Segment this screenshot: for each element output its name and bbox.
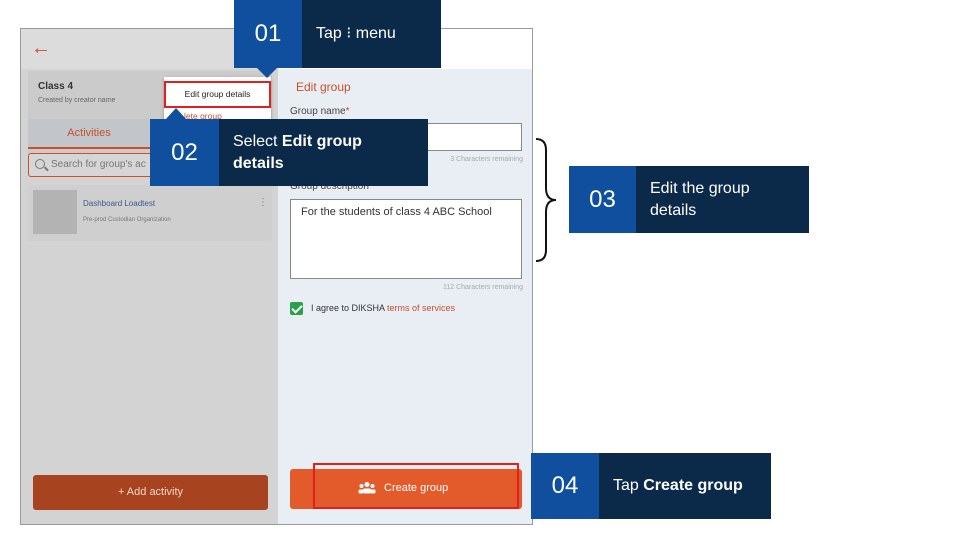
- callout-03: 03 Edit the group details: [569, 166, 809, 233]
- more-vert-icon[interactable]: ⋮: [258, 197, 268, 208]
- callout-04-number: 04: [531, 453, 599, 519]
- required-mark: *: [345, 106, 350, 117]
- terms-text: I agree to DIKSHA: [311, 303, 388, 313]
- group-name-label: Group name*: [290, 106, 350, 117]
- activity-title: Dashboard Loadtest: [83, 199, 156, 208]
- callout-04-text-inner: Tap Create group: [613, 475, 743, 497]
- group-name-remaining: 3 Characters remaining: [450, 156, 523, 163]
- back-arrow-icon[interactable]: ←: [31, 37, 51, 59]
- activity-org: Pre-prod Custodian Organization: [83, 217, 171, 223]
- group-description-label: Group description: [290, 181, 369, 192]
- callout-04: 04 Tap Create group: [531, 453, 771, 519]
- terms-link[interactable]: terms of services: [387, 303, 456, 313]
- class-subtitle: Created by creator name: [38, 97, 116, 104]
- callout-01: 01 Tap ⁝ menu: [234, 0, 441, 68]
- callout-02-number: 02: [150, 119, 219, 186]
- edit-group-title: Edit group: [296, 80, 351, 94]
- callout-01-number: 01: [234, 0, 302, 68]
- search-placeholder: Search for group's ac: [51, 159, 146, 170]
- activity-card[interactable]: Dashboard Loadtest Pre-prod Custodian Or…: [28, 185, 272, 241]
- callout-02-text-inner: Select Edit group details: [233, 131, 414, 175]
- callout-02-pointer: [166, 108, 186, 119]
- create-group-label: Create group: [384, 482, 449, 494]
- group-name-label-text: Group name: [290, 106, 346, 117]
- terms-checkbox[interactable]: [290, 302, 303, 315]
- callout-02-text: Select Edit group details: [219, 119, 428, 186]
- group-description-field[interactable]: For the students of class 4 ABC School: [290, 199, 522, 279]
- callout-03-text: Edit the group details: [636, 166, 809, 233]
- callout-04-text-prefix: Tap: [613, 477, 644, 494]
- activity-thumbnail: [33, 190, 77, 234]
- callout-04-text-bold: Create group: [643, 477, 743, 494]
- add-activity-button[interactable]: + Add activity: [33, 475, 268, 510]
- callout-03-number: 03: [569, 166, 636, 233]
- terms-label: I agree to DIKSHA terms of services: [311, 303, 455, 313]
- callout-04-text: Tap Create group: [599, 453, 771, 519]
- brace-bracket: [535, 138, 557, 262]
- class-title: Class 4: [38, 81, 74, 92]
- group-description-remaining: 112 Characters remaining: [442, 284, 523, 291]
- callout-01-pointer: [257, 68, 277, 78]
- group-icon: [358, 482, 376, 494]
- callout-02-text-prefix: Select: [233, 132, 282, 150]
- search-icon: [35, 159, 45, 169]
- device-screen: ← Class 4 Created by creator name Activi…: [20, 28, 533, 525]
- create-group-button[interactable]: Create group: [290, 469, 522, 509]
- tab-activities[interactable]: Activities: [28, 119, 150, 149]
- menu-item-delete-group[interactable]: lete group: [184, 111, 222, 121]
- callout-02: 02 Select Edit group details: [150, 119, 428, 186]
- callout-02-text-bold: Edit group details: [233, 132, 362, 172]
- callout-01-text: Tap ⁝ menu: [302, 0, 441, 68]
- create-group-highlight: [313, 463, 519, 509]
- menu-item-edit-group-details[interactable]: Edit group details: [164, 81, 271, 108]
